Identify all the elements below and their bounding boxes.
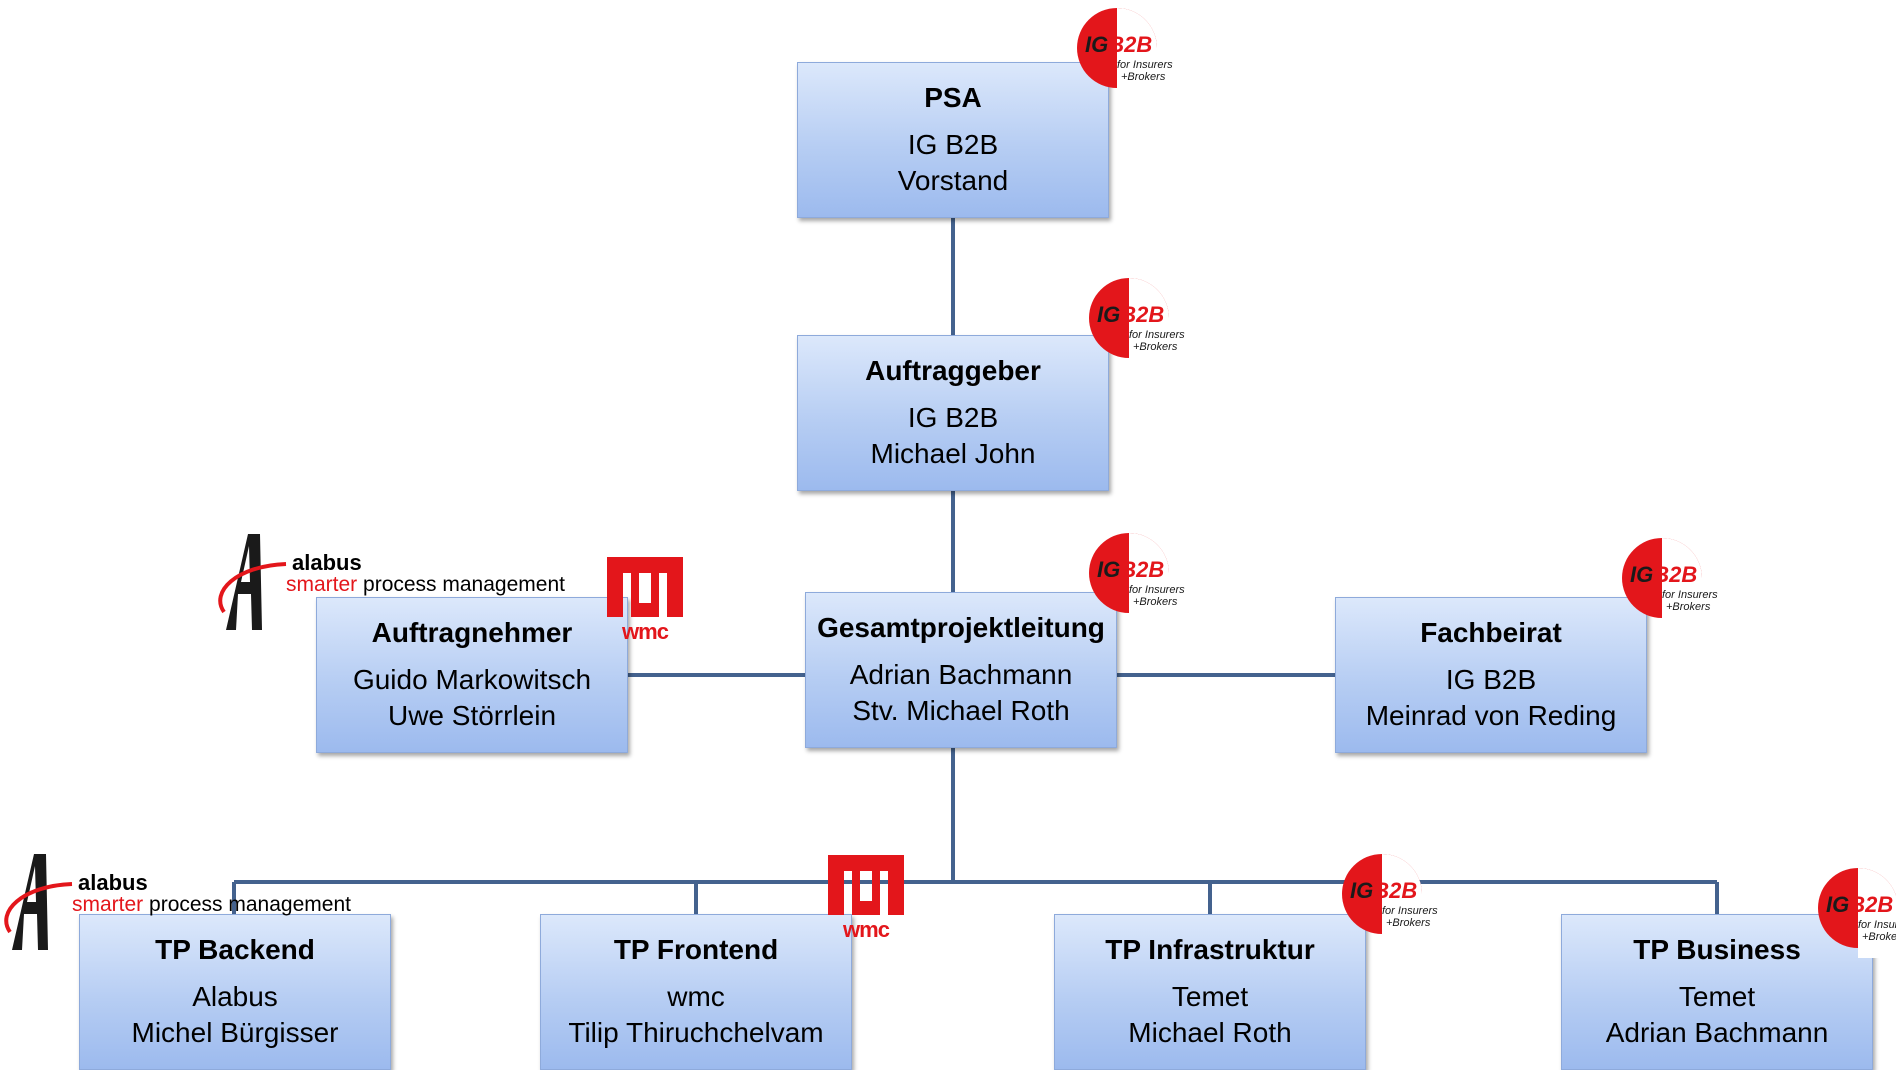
alabus-tagline-highlight: smarter <box>286 573 358 596</box>
igb2b-white-quadrant <box>1662 538 1702 628</box>
alabus-tagline: smarter process management <box>72 894 351 916</box>
igb2b-tagline: for Insurers <box>1129 584 1185 596</box>
igb2b-tagline: for Insurers <box>1129 329 1185 341</box>
box-line-org: wmc <box>667 981 725 1012</box>
box-line-person: Tilip Thiruchchelvam <box>568 1017 824 1048</box>
igb2b-white-quadrant <box>1382 854 1422 944</box>
box-line-person: Adrian Bachmann <box>849 659 1073 690</box>
box-tp-infrastruktur: TP Infrastruktur Temet Michael Roth <box>1054 914 1366 1070</box>
igb2b-logo: IGB2B for Insurers+Brokers <box>1089 278 1185 368</box>
box-line-deputy: Stv. Michael Roth <box>852 695 1070 726</box>
wmc-mark-icon <box>607 557 683 617</box>
box-title: Fachbeirat <box>1420 617 1562 648</box>
alabus-a-icon <box>4 854 73 950</box>
box-title: TP Backend <box>155 934 315 965</box>
igb2b-tagline: +Brokers <box>1862 931 1896 943</box>
box-psa: PSA IG B2B Vorstand <box>797 62 1109 218</box>
wmc-logo: wmc <box>605 555 685 643</box>
box-line-person: Vorstand <box>897 165 1009 196</box>
box-tp-backend: TP Backend Alabus Michel Bürgisser <box>79 914 391 1070</box>
alabus-wordmark: alabus <box>78 870 148 895</box>
box-auftraggeber: Auftraggeber IG B2B Michael John <box>797 335 1109 491</box>
alabus-logo: alabus smarter process management <box>216 532 596 642</box>
box-line-person: Guido Markowitsch <box>352 664 592 695</box>
wmc-mark-icon <box>828 855 904 915</box>
alabus-tagline-rest: process management <box>143 893 351 916</box>
alabus-tagline-rest: process management <box>357 573 565 596</box>
box-line-person: Adrian Bachmann <box>1605 1017 1829 1048</box>
igb2b-white-quadrant <box>1858 868 1896 958</box>
box-line-org: Temet <box>1678 981 1756 1012</box>
wmc-wordmark: wmc <box>843 917 890 942</box>
box-line-org: Alabus <box>192 981 278 1012</box>
box-title: Gesamtprojektleitung <box>817 612 1105 643</box>
igb2b-tagline: for Insurers <box>1117 59 1173 71</box>
igb2b-tagline: +Brokers <box>1133 341 1178 353</box>
igb2b-tagline: +Brokers <box>1666 601 1711 613</box>
igb2b-logo: IGB2B for Insurers+Brokers <box>1089 533 1185 623</box>
igb2b-white-quadrant <box>1129 278 1169 368</box>
box-line-org: IG B2B <box>907 129 999 160</box>
igb2b-white-quadrant <box>1129 533 1169 623</box>
igb2b-wordmark: IGB2B <box>1826 892 1893 917</box>
alabus-wordmark: alabus <box>292 550 362 575</box>
box-gesamtprojektleitung: Gesamtprojektleitung Adrian Bachmann Stv… <box>805 592 1117 748</box>
box-title: TP Business <box>1633 934 1801 965</box>
igb2b-wordmark: IGB2B <box>1630 562 1697 587</box>
box-line-person: Michael Roth <box>1128 1017 1292 1048</box>
box-line-person: Meinrad von Reding <box>1365 700 1617 731</box>
box-fachbeirat: Fachbeirat IG B2B Meinrad von Reding <box>1335 597 1647 753</box>
box-line-person: Michael John <box>870 438 1036 469</box>
igb2b-tagline: +Brokers <box>1121 71 1166 83</box>
box-tp-business: TP Business Temet Adrian Bachmann <box>1561 914 1873 1070</box>
box-line-person: Uwe Störrlein <box>387 700 557 731</box>
box-tp-frontend: TP Frontend wmc Tilip Thiruchchelvam <box>540 914 852 1070</box>
box-title: Auftraggeber <box>865 355 1041 386</box>
alabus-tagline: smarter process management <box>286 574 565 596</box>
igb2b-logo: IGB2B for Insurers+Brokers <box>1818 868 1896 958</box>
box-line-org: IG B2B <box>1445 664 1537 695</box>
igb2b-wordmark: IGB2B <box>1097 302 1164 327</box>
igb2b-wordmark: IGB2B <box>1350 878 1417 903</box>
igb2b-wordmark: IGB2B <box>1097 557 1164 582</box>
box-line-person: Michel Bürgisser <box>131 1017 339 1048</box>
box-auftragnehmer: Auftragnehmer Guido Markowitsch Uwe Stör… <box>316 597 628 753</box>
igb2b-logo: IGB2B for Insurers+Brokers <box>1077 8 1173 98</box>
alabus-logo: alabus smarter process management <box>2 852 382 962</box>
wmc-logo: wmc <box>826 853 906 941</box>
alabus-tagline-highlight: smarter <box>72 893 144 916</box>
igb2b-tagline: for Insurers <box>1662 589 1718 601</box>
igb2b-logo: IGB2B for Insurers+Brokers <box>1342 854 1438 944</box>
igb2b-tagline: +Brokers <box>1386 917 1431 929</box>
box-title: Auftragnehmer <box>371 617 573 648</box>
box-line-org: Temet <box>1171 981 1249 1012</box>
box-title: PSA <box>924 82 982 113</box>
box-title: TP Infrastruktur <box>1105 934 1315 965</box>
box-line-org: IG B2B <box>907 402 999 433</box>
wmc-wordmark: wmc <box>622 619 669 644</box>
igb2b-tagline: for Insurers <box>1858 919 1896 931</box>
igb2b-tagline: +Brokers <box>1133 596 1178 608</box>
igb2b-white-quadrant <box>1117 8 1157 98</box>
igb2b-tagline: for Insurers <box>1382 905 1438 917</box>
box-title: TP Frontend <box>613 934 779 965</box>
alabus-a-icon <box>218 534 287 630</box>
igb2b-wordmark: IGB2B <box>1085 32 1152 57</box>
igb2b-logo: IGB2B for Insurers+Brokers <box>1622 538 1718 628</box>
